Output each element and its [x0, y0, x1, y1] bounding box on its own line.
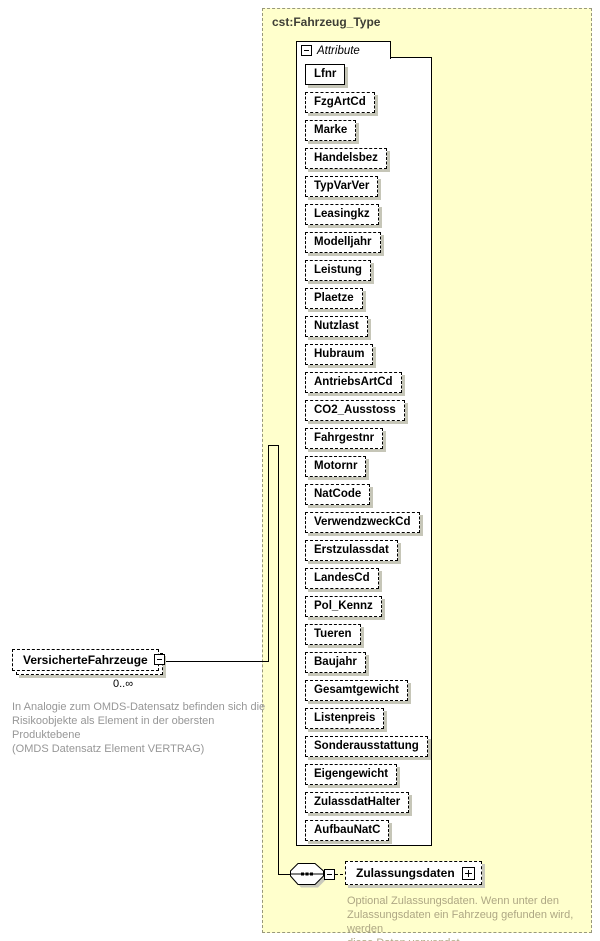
sequence-icon[interactable] [290, 863, 330, 896]
attribute-node[interactable]: Listenpreis [305, 708, 385, 729]
element-node-zulassungsdaten[interactable]: Zulassungsdaten [345, 861, 482, 885]
attribute-node[interactable]: Baujahr [305, 652, 366, 673]
attribute-node[interactable]: Fahrgestnr [305, 428, 384, 449]
attribute-node[interactable]: Marke [305, 120, 357, 141]
attribute-node[interactable]: Modelljahr [305, 232, 381, 253]
attribute-node[interactable]: Nutzlast [305, 316, 368, 337]
element-node-versichertefahrzeuge[interactable]: VersicherteFahrzeuge [12, 649, 165, 675]
attribute-node[interactable]: FzgArtCd [305, 92, 375, 113]
attribute-node[interactable]: TypVarVer [305, 176, 379, 197]
attribute-node[interactable]: Eigengewicht [305, 764, 398, 785]
complex-type-label: cst:Fahrzeug_Type [272, 15, 381, 29]
attribute-node[interactable]: Plaetze [305, 288, 363, 309]
expand-plus-icon[interactable] [461, 866, 475, 880]
attribute-node[interactable]: ZulassdatHalter [305, 792, 410, 813]
attribute-node[interactable]: Pol_Kennz [305, 596, 382, 617]
attribute-node[interactable]: Sonderausstattung [305, 736, 428, 757]
attribute-node[interactable]: Lfnr [305, 64, 346, 85]
cardinality-label: 0..∞ [113, 678, 134, 690]
attribute-section-tab: Attribute [296, 41, 391, 59]
attribute-node[interactable]: AufbauNatC [305, 820, 390, 841]
attribute-node[interactable]: LandesCd [305, 568, 379, 589]
attribute-node[interactable]: Leistung [305, 260, 371, 281]
attribute-node[interactable]: CO2_Ausstoss [305, 400, 405, 421]
attribute-node[interactable]: Handelsbez [305, 148, 387, 169]
attribute-node[interactable]: AntriebsArtCd [305, 372, 402, 393]
attribute-node[interactable]: Gesamtgewicht [305, 680, 408, 701]
element-label: VersicherteFahrzeuge [12, 649, 159, 671]
collapse-minus-icon[interactable] [301, 45, 312, 56]
attribute-node[interactable]: VerwendzweckCd [305, 512, 420, 533]
attribute-node[interactable]: Tueren [305, 624, 361, 645]
collapse-minus-icon[interactable] [324, 869, 335, 880]
attribute-section-label: Attribute [317, 44, 360, 57]
element-annotation: In Analogie zum OMDS-Datensatz befinden … [12, 701, 266, 755]
attribute-node[interactable]: Leasingkz [305, 204, 379, 225]
child-element-annotation: Optional Zulassungsdaten. Wenn unter den… [347, 895, 574, 941]
collapse-minus-icon[interactable] [153, 654, 165, 665]
child-element-label: Zulassungsdaten [356, 866, 455, 880]
attribute-node[interactable]: Erstzulassdat [305, 540, 398, 561]
attribute-node[interactable]: NatCode [305, 484, 371, 505]
attribute-node[interactable]: Hubraum [305, 344, 374, 365]
attribute-node[interactable]: Motornr [305, 456, 367, 477]
